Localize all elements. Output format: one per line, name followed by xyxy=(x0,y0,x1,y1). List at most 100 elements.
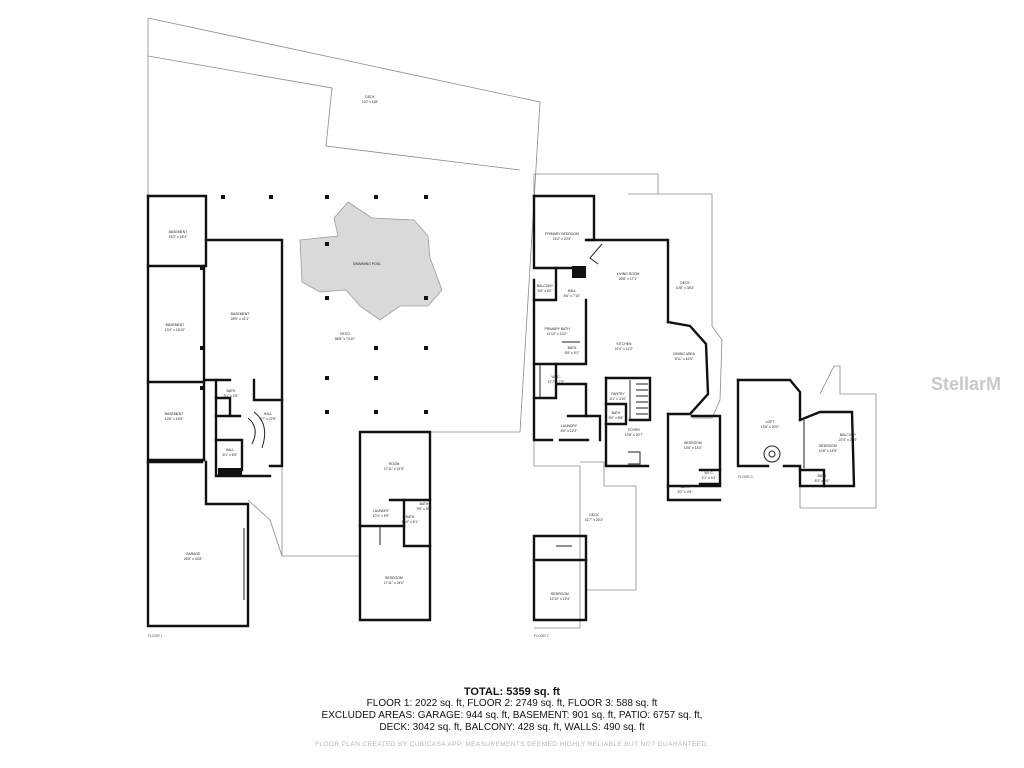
lower-bedroom-walls xyxy=(532,534,588,622)
room-name: PRIMARY BEDROOM xyxy=(545,232,579,236)
room-name: BEDROOM xyxy=(385,576,403,580)
room-name: DECK xyxy=(365,95,375,99)
room-dims: 4'1" x 4'4" xyxy=(702,476,718,480)
room-name: W.I.C. xyxy=(551,375,560,379)
column xyxy=(200,266,204,270)
room-name: BATH xyxy=(681,485,690,489)
floor-label: FLOOR 3 xyxy=(738,475,753,479)
room-dims: 15'2" x 20'9" xyxy=(553,237,572,241)
room-dims: 11'10" x 13'2" xyxy=(547,332,568,336)
excluded-areas: EXCLUDED AREAS: GARAGE: 944 sq. ft, BASE… xyxy=(321,710,703,721)
room-name: LOFT xyxy=(766,420,775,424)
stellar-mls-watermark: StellarMLS xyxy=(931,374,1001,394)
room-dims: 6'10" x 6'1" xyxy=(402,520,420,524)
room-name: BATH xyxy=(818,474,827,478)
column xyxy=(200,346,204,350)
floor-1: DECK 122' x 165' BASEMENT 15'2" x 18'2" … xyxy=(146,17,541,638)
room-name: W.I.C. xyxy=(704,471,713,475)
column xyxy=(325,195,329,199)
room-name: BASEMENT xyxy=(166,323,185,327)
room-name: HALL xyxy=(568,289,577,293)
floor-areas: FLOOR 1: 2022 sq. ft, FLOOR 2: 2749 sq. … xyxy=(366,698,658,709)
room-name: BATH xyxy=(568,346,577,350)
room-name: DECK xyxy=(680,281,690,285)
room-dims: 28'9" x 41'1" xyxy=(231,317,250,321)
column xyxy=(200,386,204,390)
room-dims: 12'10" x 12'4" xyxy=(550,597,571,601)
column xyxy=(221,195,225,199)
room-name: PRIMARY BATH xyxy=(544,327,570,331)
floor-2: PRIMARY BEDROOM 15'2" x 20'9" BALCONY 5'… xyxy=(532,173,723,638)
room-name: DINING AREA xyxy=(673,352,696,356)
room-dims: 8'2" x 4'5" xyxy=(678,490,694,494)
room-dims: 122' x 165' xyxy=(362,100,379,104)
room-dims: 8'1" x 4'10" xyxy=(610,397,628,401)
column xyxy=(424,296,428,300)
deck-outline xyxy=(628,193,723,419)
room-name: HALL xyxy=(264,412,273,416)
patio-outline xyxy=(281,448,360,557)
room-dims: 13'4" x 18'10" xyxy=(165,328,186,332)
column xyxy=(424,346,428,350)
room-name: HALL xyxy=(226,448,235,452)
column xyxy=(374,410,378,414)
room-dims: 6'5" x 5'2" xyxy=(565,351,581,355)
balcony-outline xyxy=(799,365,877,509)
room-dims: 17'11" x 21'9" xyxy=(384,467,405,471)
column xyxy=(269,195,273,199)
room-name: BEDROOM xyxy=(684,441,702,445)
garage-walls xyxy=(146,460,250,628)
patio-columns xyxy=(200,195,428,414)
floor-3: LOFT 13'6" x 20'0" BALCONY 22'4" x 28'9"… xyxy=(736,365,877,509)
room-dims: 26'8" x 43'8" xyxy=(184,557,203,561)
column xyxy=(325,410,329,414)
room-name: BATH xyxy=(612,411,621,415)
column xyxy=(325,242,329,246)
deck-outline-lower xyxy=(533,440,581,629)
floor-label: FLOOR 1 xyxy=(148,634,163,638)
room-dims: 13'8" x 15'6" xyxy=(165,417,184,421)
deck-outline xyxy=(533,173,659,194)
lot-edge-top xyxy=(147,17,541,433)
floor-2-walls xyxy=(532,194,722,502)
room-name: SWIMMING POOL xyxy=(353,262,382,266)
deck-outline-lower xyxy=(580,461,637,591)
room-name: BASEMENT xyxy=(231,312,250,316)
room-name: PATIO xyxy=(340,332,350,336)
room-name: BASEMENT xyxy=(165,412,184,416)
room-dims: 15'2" x 18'2" xyxy=(169,235,188,239)
room-name: BATH xyxy=(406,515,415,519)
room-dims: 31'7" x 26'3" xyxy=(585,518,604,522)
column xyxy=(325,296,329,300)
room-name: KITCHEN xyxy=(617,342,632,346)
room-dims: 8'11" x 16'5" xyxy=(675,357,694,361)
room-dims: 13'6" x 20'0" xyxy=(761,425,780,429)
room-name: LAUNDRY xyxy=(561,424,578,428)
room-dims: 10'6" x 14'5" xyxy=(819,449,838,453)
column xyxy=(325,376,329,380)
staircase xyxy=(636,383,648,415)
room-name: BALCONY xyxy=(537,284,554,288)
basement-walls xyxy=(146,194,284,478)
room-name: LIVING ROOM xyxy=(617,272,640,276)
room-dims: 13'6" x 14'0" xyxy=(684,446,703,450)
total-area: TOTAL: 5359 sq. ft xyxy=(463,686,561,698)
deck-outline xyxy=(147,55,521,171)
room-dims: 26'8" x 17'1" xyxy=(619,277,638,281)
column xyxy=(424,195,428,199)
room-dims: 8'3" x 4'9" xyxy=(815,479,831,483)
column xyxy=(374,195,378,199)
room-dims: 10'8" x 38'3" xyxy=(676,286,695,290)
room-dims: 22'4" x 14'2" xyxy=(615,347,634,351)
excluded-areas-continued: DECK: 3042 sq. ft, BALCONY: 428 sq. ft, … xyxy=(379,722,645,733)
room-name: BEDROOM xyxy=(551,592,569,596)
room-name: BASEMENT xyxy=(169,230,188,234)
room-dims: 5'0" x 8'8" xyxy=(609,416,625,420)
room-dims: 22'4" x 28'9" xyxy=(839,438,858,442)
room-dims: 5'6" x 6'0" xyxy=(538,289,554,293)
room-dims: 9'5" x 5'8" xyxy=(417,507,433,511)
room-dims: 8'5" x 12'2" xyxy=(561,429,579,433)
room-dims: 10'3" x 9'9" xyxy=(373,514,391,518)
room-dims: 10'6" x 20'7" xyxy=(625,433,644,437)
